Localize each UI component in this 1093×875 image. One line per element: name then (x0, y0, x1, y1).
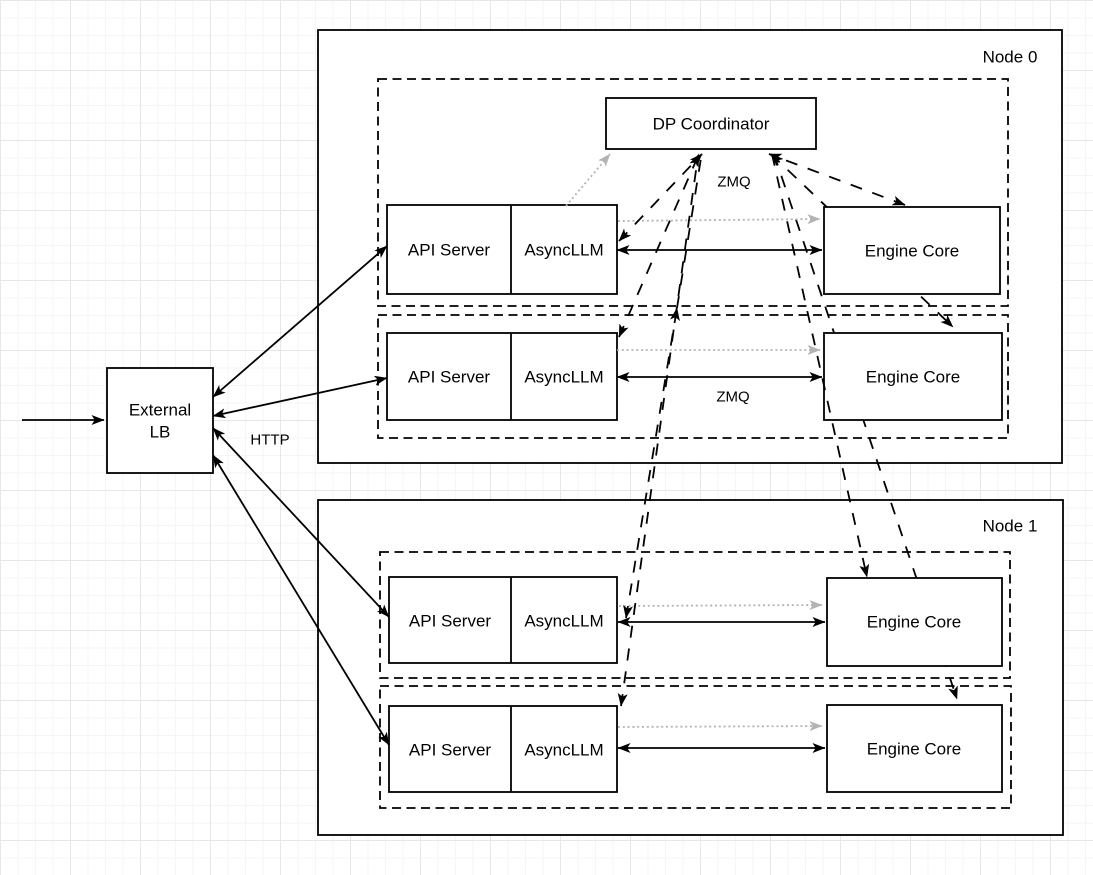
http-edges (22, 245, 390, 746)
asyncllm-label-3: AsyncLLM (524, 612, 603, 631)
engine-core-box-1 (823, 206, 1001, 295)
engine-core-box-3 (826, 577, 1003, 667)
zmq-engine-edge-label: ZMQ (716, 389, 749, 406)
dp-coordinator-box: DP Coordinator (605, 97, 817, 150)
edge-async3-coordinator-lower (623, 307, 680, 619)
worker-row-2: API Server AsyncLLM Engine Core (386, 332, 1003, 421)
worker-row-1: API Server AsyncLLM Engine Core (386, 204, 1001, 295)
node-0-label: Node 0 (983, 48, 1038, 67)
edge-async2-coordinator (618, 153, 700, 338)
dp-coordinator-label: DP Coordinator (653, 115, 770, 134)
api-async-box-3 (388, 576, 618, 664)
group-node0-row1 (377, 78, 1009, 307)
zmq-coordinator-edge-label: ZMQ (717, 174, 750, 191)
engine-core-label-3: Engine Core (867, 613, 962, 632)
engine-core-label-4: Engine Core (867, 740, 962, 759)
asyncllm-label-1: AsyncLLM (524, 241, 603, 260)
engine-core-box-4 (826, 704, 1003, 793)
api-server-label-2: API Server (408, 368, 491, 387)
external-lb-label-line2: LB (150, 423, 171, 442)
http-edge-label: HTTP (250, 432, 289, 449)
edge-async1-coordinator-dotted (565, 153, 611, 207)
node-1-label: Node 1 (983, 517, 1038, 536)
api-server-label-3: API Server (409, 612, 492, 631)
engine-core-box-2 (823, 332, 1003, 421)
edge-coordinator-engine1 (768, 153, 906, 206)
edge-lb-api1 (212, 245, 388, 398)
external-lb-rect (106, 367, 214, 474)
zmq-edges (617, 153, 906, 707)
edge-lb-api2 (212, 375, 388, 419)
api-async-box-4 (388, 705, 618, 793)
engine-core-label-1: Engine Core (865, 242, 960, 261)
dp-coordinator-rect (605, 97, 817, 150)
edge-coordinator-engine4 (773, 153, 958, 700)
edge-async4-engine4-dotted (617, 721, 823, 732)
edge-async4-coordinator (617, 155, 699, 707)
worker-row-4: API Server AsyncLLM Engine Core (388, 704, 1003, 793)
asyncllm-label-4: AsyncLLM (524, 741, 603, 760)
worker-row-3: API Server AsyncLLM Engine Core (388, 576, 1003, 667)
edge-lb-api4 (212, 454, 390, 746)
edge-async3-coordinator-upper (676, 157, 702, 309)
external-lb-label-line1: External (129, 401, 191, 420)
external-lb-box: External LB (106, 367, 214, 474)
edge-coordinator-engine3 (771, 153, 870, 578)
asyncllm-label-2: AsyncLLM (524, 368, 603, 387)
api-server-label-1: API Server (408, 241, 491, 260)
api-server-label-4: API Server (409, 741, 492, 760)
engine-core-label-2: Engine Core (866, 368, 961, 387)
